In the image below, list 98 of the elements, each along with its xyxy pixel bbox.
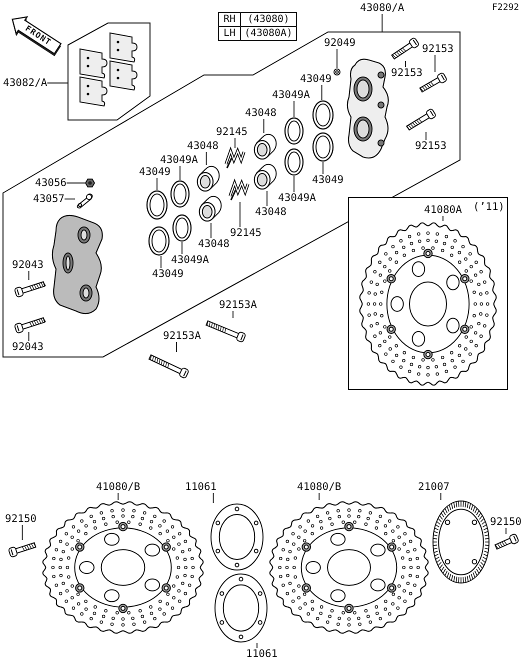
callout-number: 92150 — [5, 513, 37, 525]
callout-number: 43056 — [35, 177, 67, 189]
leader-line — [442, 216, 444, 222]
leader-line — [434, 54, 436, 72]
model-year-note: (’11) — [473, 201, 505, 213]
callout-number: 92049 — [324, 37, 356, 49]
callout-number: 92150 — [490, 516, 522, 528]
inset-frame — [348, 197, 508, 390]
piston-drawing — [196, 195, 224, 223]
callout-number: 43049 — [300, 73, 332, 85]
link-plate-drawing — [75, 193, 95, 209]
bolt-drawing — [492, 534, 520, 550]
figure-code: F2292 — [492, 2, 520, 14]
leader-line — [440, 492, 442, 500]
sensor-ring-drawing — [432, 500, 490, 584]
pad-spring-drawing — [228, 180, 250, 202]
table-cell: LH — [218, 26, 241, 41]
callout-number: 43049 — [312, 174, 344, 186]
leader-line — [256, 642, 258, 648]
seal-ring-drawing — [148, 226, 170, 256]
leader-line — [210, 222, 212, 238]
callout-number: 41080/B — [297, 481, 342, 493]
callout-number: 92153 — [422, 43, 454, 55]
callout-number: 43048 — [245, 107, 277, 119]
gasket-drawing — [214, 573, 268, 643]
leader-line — [318, 492, 320, 500]
seal-ring-drawing — [284, 148, 304, 176]
callout-number: 43049A — [171, 254, 209, 266]
leader-line — [263, 118, 264, 134]
leader-line — [160, 256, 162, 268]
brake-disc-drawing — [41, 500, 205, 635]
table-cell: (43080) — [240, 12, 297, 27]
callout-number: 41080/B — [96, 481, 140, 493]
callout-number: 92145 — [230, 227, 262, 239]
piston-drawing — [251, 163, 279, 191]
leader-line — [28, 332, 30, 342]
callout-number: 43048 — [255, 206, 287, 218]
leader-line — [22, 524, 23, 540]
callout-number: 92153 — [391, 67, 423, 79]
leader-line — [321, 84, 322, 100]
leader-line — [64, 198, 76, 200]
washer-drawing — [333, 68, 341, 76]
seal-ring-drawing — [146, 190, 168, 220]
callout-number: 11061 — [246, 648, 278, 660]
callout-number: 43048 — [187, 140, 219, 152]
callout-number: 43049 — [152, 268, 184, 280]
bolt-drawing — [146, 352, 190, 380]
callout-number: 41080A — [424, 204, 462, 216]
seal-ring-drawing — [170, 180, 190, 208]
callout-number: 92153A — [219, 299, 257, 311]
leader-line — [156, 178, 158, 190]
leader-line — [234, 138, 236, 148]
seal-ring-drawing — [172, 214, 192, 242]
gasket-drawing — [210, 503, 264, 571]
bolt-drawing — [203, 318, 247, 344]
callout-number: 43057 — [33, 193, 65, 205]
callout-number: 92153A — [163, 330, 201, 342]
seal-ring-drawing — [312, 100, 334, 130]
table-cell: (43080A) — [240, 26, 297, 41]
brake-disc-drawing — [268, 500, 430, 635]
callout-number: 92043 — [12, 259, 44, 271]
bolt-drawing — [405, 108, 437, 132]
callout-number: 43082/A — [3, 77, 48, 89]
piston-drawing — [194, 165, 222, 193]
leader-line — [206, 152, 207, 166]
leader-line — [176, 342, 177, 352]
leader-line — [382, 14, 383, 32]
leader-line — [46, 82, 68, 84]
seal-ring-drawing — [312, 132, 334, 162]
callout-number: 92153 — [415, 140, 447, 152]
callout-number: 43049 — [139, 166, 171, 178]
callout-number: 43049A — [160, 154, 198, 166]
bolt-drawing — [8, 540, 38, 556]
leader-line — [266, 190, 268, 206]
leader-line — [66, 182, 86, 184]
leader-line — [212, 492, 214, 504]
nut-drawing — [85, 178, 95, 188]
leader-line — [336, 48, 338, 68]
leader-line — [405, 60, 406, 68]
leader-line — [118, 492, 119, 500]
callout-number: 43080/A — [360, 2, 404, 14]
callout-number: 11061 — [185, 481, 217, 493]
callout-number: 43049A — [278, 192, 316, 204]
callout-number: 43048 — [198, 238, 230, 250]
leader-line — [28, 270, 30, 280]
callout-number: 92043 — [12, 341, 44, 353]
pad-spring-drawing — [224, 148, 246, 170]
callout-number: 21007 — [418, 481, 450, 493]
piston-drawing — [251, 133, 279, 161]
leader-line — [232, 310, 234, 318]
callout-number: 92145 — [216, 126, 248, 138]
seal-ring-drawing — [284, 117, 304, 145]
brake-disc-drawing — [358, 221, 498, 387]
callout-number: 43049A — [272, 89, 310, 101]
bolt-drawing — [14, 280, 46, 296]
bolt-drawing — [390, 37, 420, 61]
leader-line — [322, 162, 324, 174]
bolt-drawing — [14, 316, 46, 332]
